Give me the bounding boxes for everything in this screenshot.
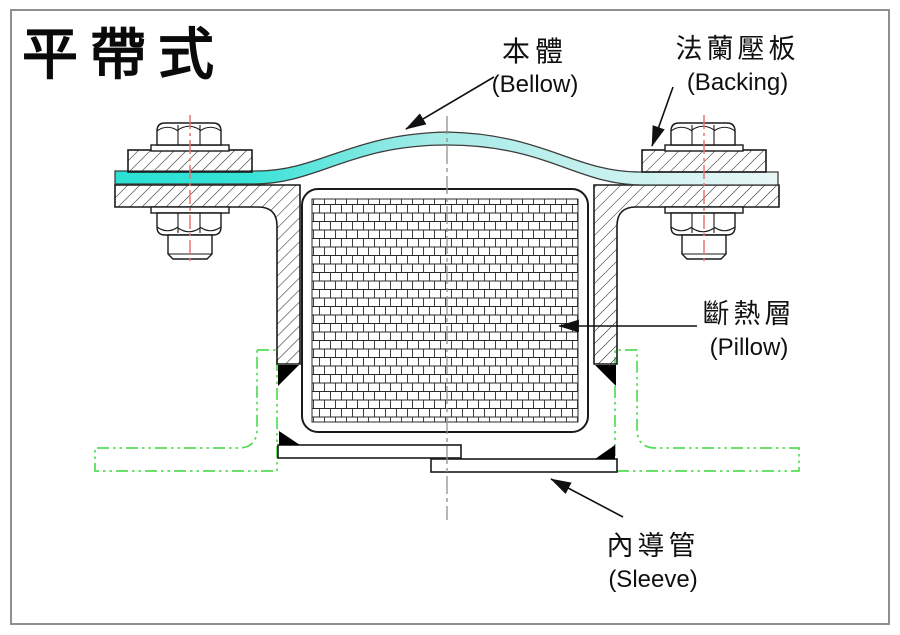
pillow-label-en: (Pillow) (709, 334, 789, 361)
weld-wall-right (595, 365, 616, 386)
nut-bottom-right-facets (670, 213, 736, 233)
pillow-brick-fill (311, 198, 579, 423)
leader-arrows (405, 76, 697, 518)
pillow-label-zh: 斷熱層 (702, 299, 796, 330)
phantom-flange-left (94, 349, 278, 472)
bellow-band (114, 131, 779, 186)
phantom-flange-right (614, 349, 800, 472)
sleeve-plate-left (277, 444, 462, 459)
nut-bottom-left-facets (156, 213, 222, 233)
weld-fillets (278, 365, 616, 459)
bracket-left (114, 184, 301, 365)
sleeve-plates (277, 444, 618, 473)
weld-sleeve-right (595, 445, 615, 459)
page-border (10, 9, 890, 625)
bracket-right (593, 184, 780, 365)
bolt-assembly-left (150, 122, 230, 260)
sleeve-plate-right (430, 458, 618, 473)
backing-label-en: (Backing) (686, 69, 789, 96)
page-title: 平帶式 (22, 22, 226, 88)
pillow-assembly (301, 188, 589, 433)
flange-brackets (114, 184, 780, 365)
sleeve-label: 內導管 (Sleeve) (578, 529, 728, 595)
bellow-label-en: (Bellow) (491, 71, 579, 98)
nut-top-right-facets (670, 125, 736, 145)
bellow-label: 本體 (Bellow) (450, 34, 620, 100)
sleeve-label-zh: 內導管 (606, 531, 700, 562)
weld-wall-left (278, 365, 299, 386)
leader-sleeve (550, 478, 624, 518)
bellow-label-zh: 本體 (501, 35, 568, 68)
weld-sleeve-left (279, 431, 300, 445)
leader-bellow (405, 76, 495, 130)
phantom-flange-outlines (94, 349, 800, 472)
nut-top-left-facets (156, 125, 222, 145)
backing-label-zh: 法蘭壓板 (675, 34, 800, 65)
leader-backing (651, 86, 674, 147)
backing-label: 法蘭壓板 (Backing) (650, 32, 825, 98)
sleeve-label-en: (Sleeve) (608, 566, 698, 593)
pillow-label: 斷熱層 (Pillow) (683, 297, 815, 363)
